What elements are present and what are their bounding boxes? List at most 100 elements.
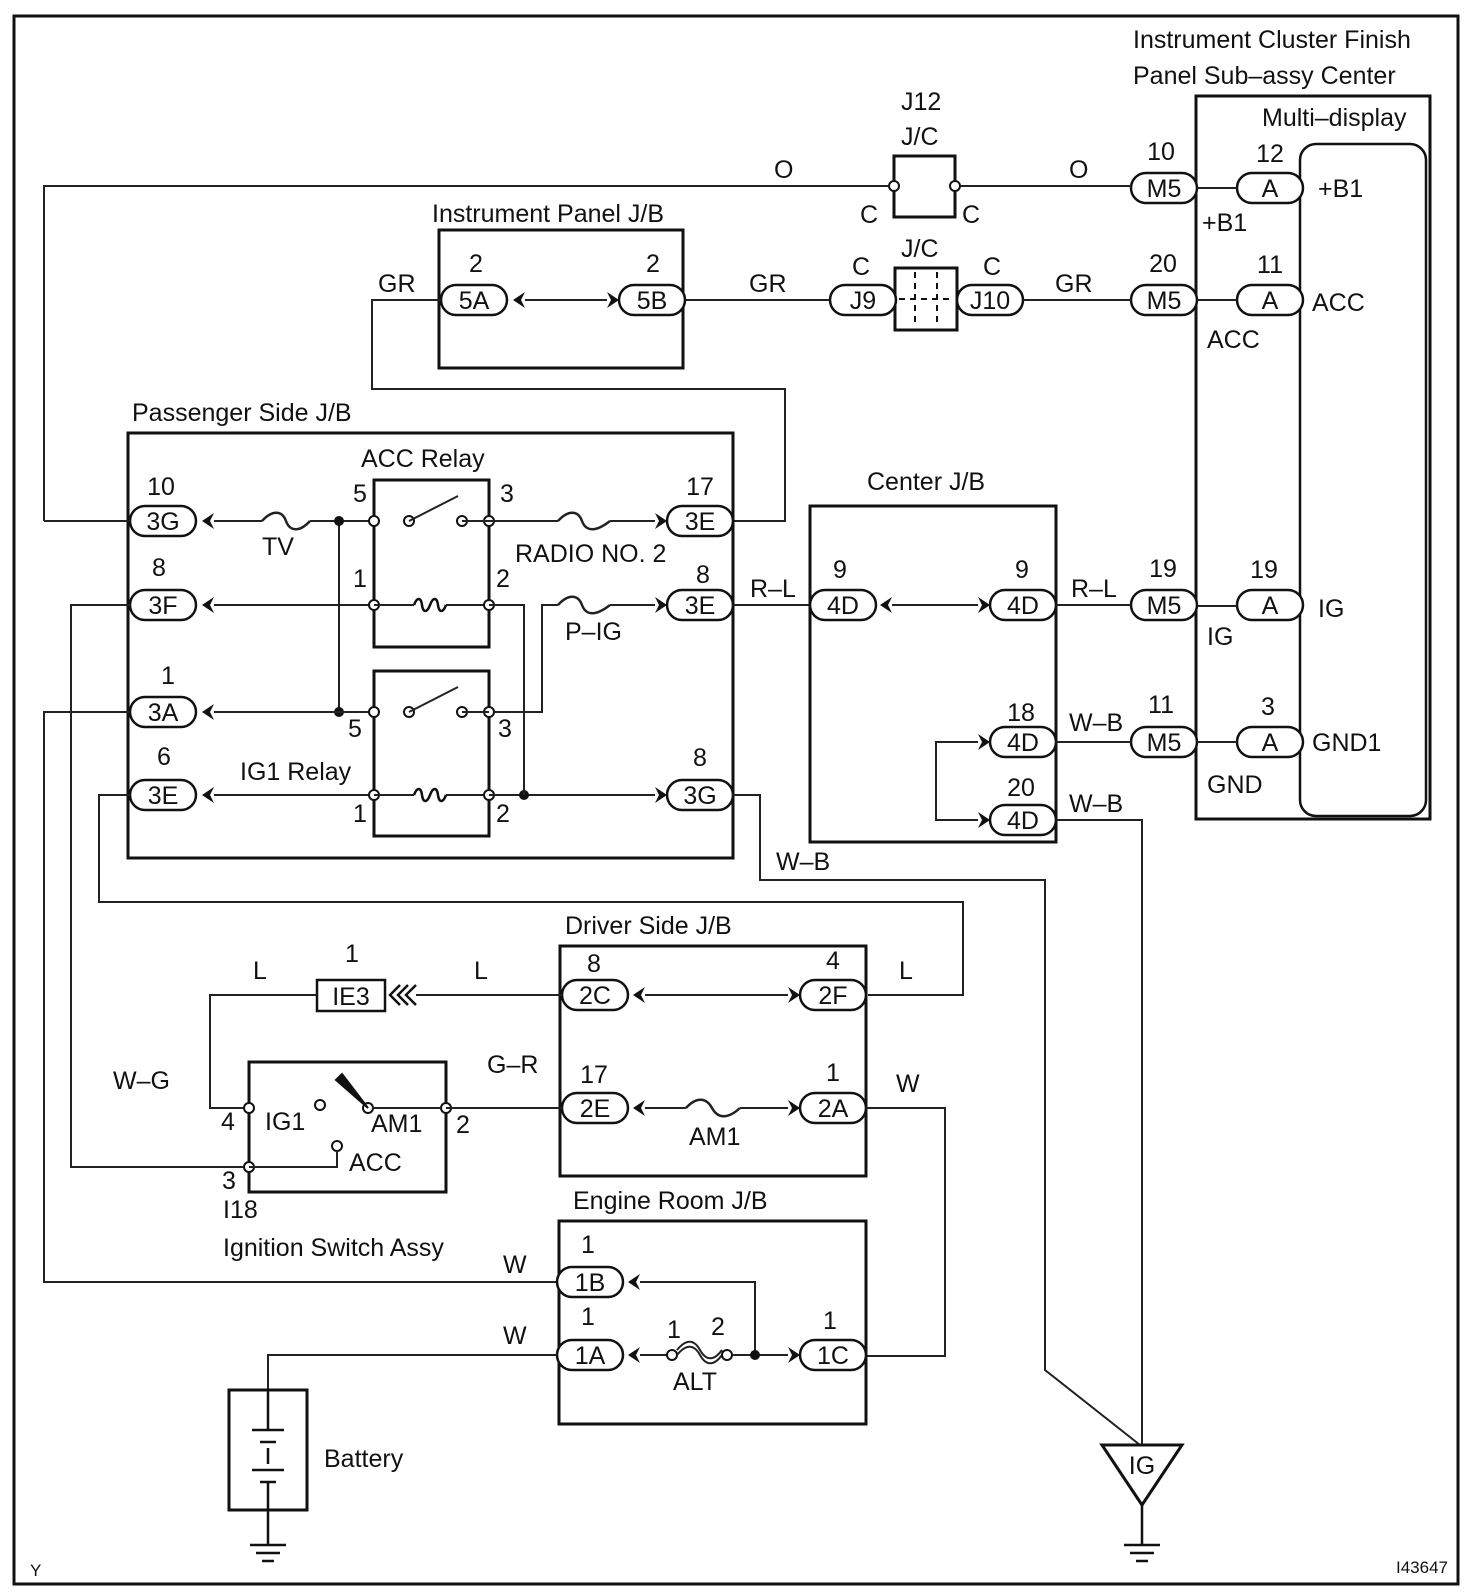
svg-text:IG1: IG1 [265, 1108, 305, 1136]
svg-text:8: 8 [696, 561, 710, 589]
svg-text:1: 1 [823, 1307, 837, 1335]
fuse-alt [676, 1340, 723, 1365]
djb-2c-8: 8 2C [560, 950, 630, 1012]
svg-text:4D: 4D [1007, 729, 1039, 757]
ignition-switch-box [247, 1060, 448, 1194]
md-title-2: Panel Sub–assy Center [1133, 62, 1396, 90]
svg-text:3A: 3A [148, 699, 179, 727]
svg-text:1A: 1A [575, 1342, 606, 1370]
svg-text:17: 17 [686, 473, 714, 501]
svg-text:1C: 1C [817, 1342, 849, 1370]
ejb-1c-1: 1 1C [798, 1307, 868, 1372]
svg-text:3G: 3G [683, 782, 716, 810]
svg-text:ACC: ACC [1207, 326, 1260, 354]
center-jb-box [808, 504, 1058, 844]
svg-text:5B: 5B [637, 287, 668, 315]
svg-text:A: A [1262, 729, 1279, 757]
svg-text:R–L: R–L [750, 575, 796, 603]
acc-relay-label: ACC Relay [361, 445, 485, 473]
svg-text:4D: 4D [1007, 807, 1039, 835]
djb-2f-4: 4 2F [798, 947, 868, 1012]
svg-text:2E: 2E [580, 1095, 611, 1123]
svg-text:M5: M5 [1147, 175, 1182, 203]
svg-text:11: 11 [1148, 691, 1174, 719]
engine-jb-box [557, 1219, 868, 1426]
svg-text:TV: TV [262, 533, 294, 561]
fuse-p-ig [557, 595, 611, 615]
md-pin-b1: 12 A +B1 +B1 [1202, 140, 1363, 237]
svg-text:W: W [503, 1322, 527, 1350]
svg-text:ACC: ACC [1312, 289, 1365, 317]
svg-text:10: 10 [147, 473, 175, 501]
svg-text:ALT: ALT [673, 1368, 717, 1396]
svg-text:M5: M5 [1147, 287, 1182, 315]
svg-text:2C: 2C [579, 982, 611, 1010]
acc-relay-box [372, 478, 491, 649]
figure-code: Y [30, 1561, 41, 1580]
figure-id: I43647 [1396, 1558, 1448, 1577]
ig1-relay-coil [412, 787, 448, 803]
svg-text:RADIO NO. 2: RADIO NO. 2 [515, 540, 666, 568]
ground-ig-triangle [1099, 1443, 1185, 1508]
m5-connector-10: 10 M5 [1129, 138, 1199, 205]
svg-text:4: 4 [221, 1108, 235, 1136]
svg-text:GR: GR [1055, 270, 1093, 298]
svg-text:2A: 2A [818, 1095, 849, 1123]
cjb-4d-20: 20 4D [988, 774, 1058, 837]
multi-display-box [1194, 94, 1432, 821]
svg-text:AM1: AM1 [689, 1123, 740, 1151]
svg-text:L: L [474, 957, 488, 985]
svg-text:1: 1 [826, 1059, 840, 1087]
svg-text:12: 12 [1256, 140, 1284, 168]
svg-text:+B1: +B1 [1202, 209, 1247, 237]
ie3-connector: 1 IE3 [315, 940, 417, 1013]
md-sub: Multi–display [1262, 104, 1407, 132]
svg-text:2: 2 [496, 800, 510, 828]
svg-text:9: 9 [1015, 556, 1029, 584]
ejb-1a-1: 1 1A [555, 1303, 625, 1372]
pjb-3e-8: 8 3E [665, 561, 735, 622]
svg-text:1: 1 [353, 565, 367, 593]
svg-text:A: A [1262, 287, 1279, 315]
svg-text:2: 2 [711, 1313, 725, 1341]
svg-text:GND: GND [1207, 771, 1263, 799]
svg-text:4D: 4D [1007, 592, 1039, 620]
svg-text:Ignition Switch Assy: Ignition Switch Assy [223, 1234, 444, 1262]
svg-text:J10: J10 [970, 287, 1010, 315]
m5-connector-11: 11 M5 [1129, 691, 1199, 759]
svg-text:3: 3 [498, 715, 512, 743]
svg-text:18: 18 [1007, 699, 1035, 727]
md-title-1: Instrument Cluster Finish [1133, 26, 1411, 54]
ig1-relay-label: IG1 Relay [240, 758, 352, 786]
svg-text:W: W [896, 1070, 920, 1098]
svg-text:M5: M5 [1147, 729, 1182, 757]
svg-text:ACC: ACC [349, 1149, 402, 1177]
jc-label-top: J/C [901, 123, 939, 151]
svg-text:J/C: J/C [901, 235, 939, 263]
j12-label: J12 [901, 88, 941, 116]
m5-connector-19: 19 M5 [1129, 555, 1199, 622]
svg-text:10: 10 [1147, 138, 1175, 166]
ground-ig-label: IG [1129, 1452, 1155, 1480]
svg-text:IE3: IE3 [332, 983, 370, 1011]
svg-text:2: 2 [469, 250, 483, 278]
svg-text:20: 20 [1007, 774, 1035, 802]
svg-text:3G: 3G [146, 508, 179, 536]
svg-text:2: 2 [646, 250, 660, 278]
ip-jb-title: Instrument Panel J/B [432, 200, 664, 228]
svg-text:19: 19 [1250, 556, 1278, 584]
svg-text:5: 5 [348, 715, 362, 743]
driver-jb-box [558, 944, 868, 1178]
svg-text:3: 3 [500, 480, 514, 508]
svg-text:W–B: W–B [1069, 709, 1123, 737]
md-pin-gnd: 3 A GND1 GND [1207, 693, 1381, 799]
driver-jb-title: Driver Side J/B [565, 912, 732, 940]
fuse-tv [261, 511, 311, 531]
svg-text:W–G: W–G [113, 1067, 170, 1095]
pjb-3f-8: 8 3F [128, 554, 198, 622]
svg-text:1: 1 [581, 1303, 595, 1331]
svg-text:1B: 1B [575, 1269, 606, 1297]
svg-text:1: 1 [581, 1231, 595, 1259]
ip-jb-5a: 2 5A [439, 250, 509, 317]
